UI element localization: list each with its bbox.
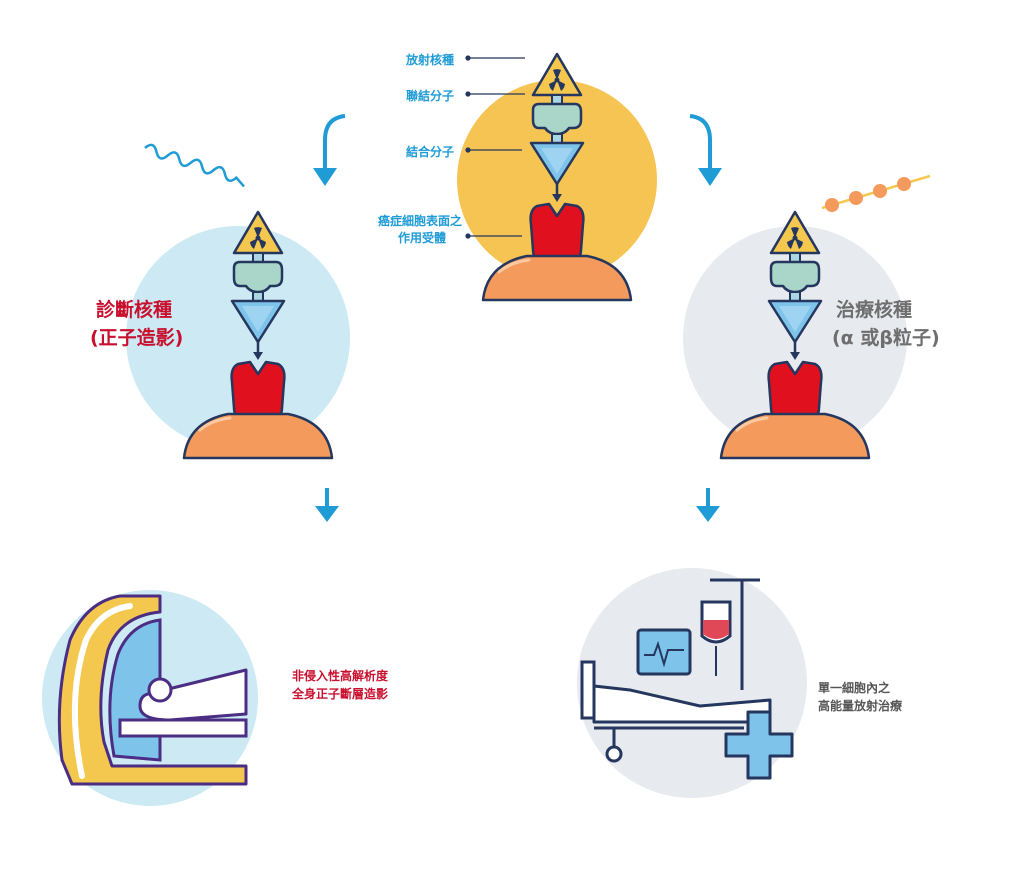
treatment-circle bbox=[577, 568, 807, 798]
pet-scanner-icon bbox=[57, 594, 248, 786]
diagnostic-outcome-2: 全身正子斷層造影 bbox=[292, 687, 389, 701]
label-leader-lines bbox=[465, 55, 525, 239]
diagnostic-subtitle: (正子造影) bbox=[90, 327, 184, 349]
diagnostic-title: 診斷核種 bbox=[96, 299, 173, 321]
arrow-to-treatment bbox=[694, 486, 722, 524]
treatment-bed-icon bbox=[580, 578, 794, 780]
medical-cross-icon bbox=[724, 710, 794, 780]
therapeutic-title: 治療核種 bbox=[836, 299, 913, 321]
therapeutic-subtitle: (α 或β粒子) bbox=[832, 327, 940, 349]
therapeutic-outcome-2: 高能量放射治療 bbox=[818, 699, 903, 713]
arrow-to-pet-scan bbox=[313, 486, 341, 524]
label-receptor-1: 癌症細胞表面之 bbox=[378, 214, 463, 228]
label-receptor-2: 作用受體 bbox=[398, 231, 447, 245]
label-linker: 聯結分子 bbox=[406, 89, 455, 103]
arrow-to-therapeutic bbox=[689, 114, 722, 186]
label-radionuclide: 放射核種 bbox=[406, 53, 455, 67]
gamma-wave-icon bbox=[144, 143, 245, 188]
label-binder: 結合分子 bbox=[406, 145, 455, 159]
particle-beam-icon bbox=[821, 174, 931, 212]
diagnostic-circle bbox=[126, 226, 350, 450]
therapeutic-outcome-1: 單一細胞內之 bbox=[818, 681, 891, 695]
arrow-to-diagnostic bbox=[313, 114, 346, 186]
diagnostic-outcome-1: 非侵入性高解析度 bbox=[292, 669, 389, 683]
